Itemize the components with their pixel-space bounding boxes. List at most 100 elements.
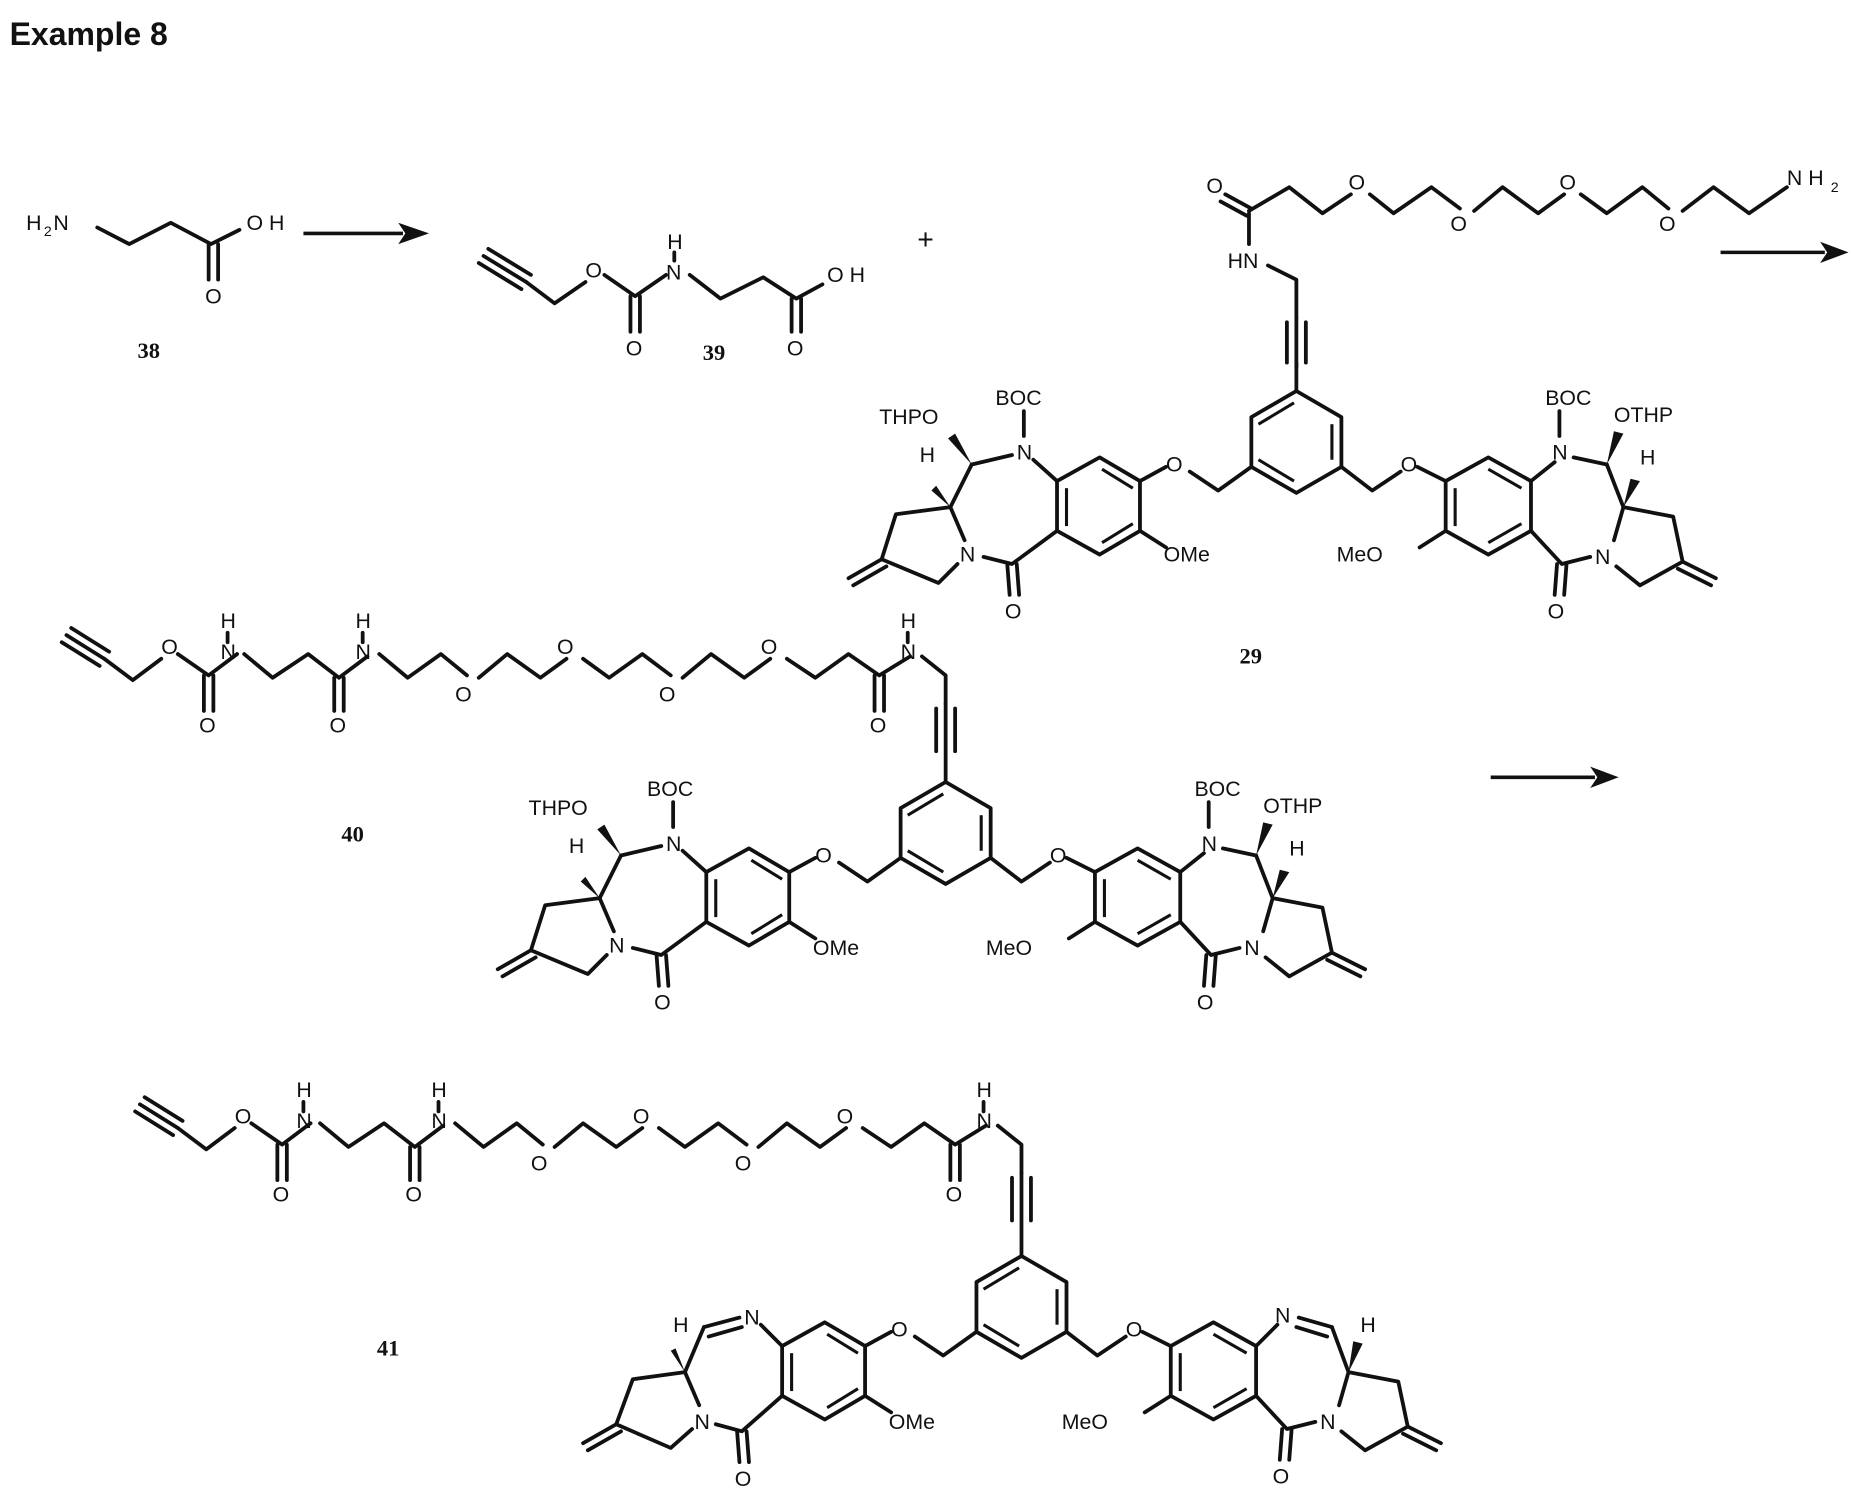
atom-label: OTHP [1263,794,1322,818]
atom-label: H [1360,1313,1375,1337]
atom-label: N [694,1410,709,1434]
atom-label: O [585,258,602,282]
atom-label: N [220,640,235,664]
compound-41: O O H N O H N O O O O O H N [133,1078,1443,1491]
compound-label-39: 39 [703,340,725,365]
atom-label: H [569,834,584,858]
atom-label: N [1595,545,1610,569]
atom-label: MeO [1337,543,1383,567]
atom-label: H [920,443,935,467]
bond [602,272,668,299]
atom-label: OMe [1164,543,1210,567]
compound-38: H 2 N O H O 38 [26,211,284,363]
atom-label: O H [827,263,865,287]
atom-label: N [1017,441,1032,465]
atom-label: O [1548,600,1565,624]
atom-label: O [633,1104,650,1128]
bond [524,280,588,306]
atom-label: O [405,1182,422,1206]
atom-label: THPO [529,796,588,820]
atom-label: O [626,336,643,360]
atom-label: H [356,609,371,633]
atom-label: N [960,543,975,567]
atom-label: O [1659,212,1676,236]
atom-label: O [1206,174,1223,198]
atom-label: O [1401,453,1418,477]
atom-label: O [235,1104,252,1128]
atom-label: O [273,1182,290,1206]
reaction-arrow-2 [1720,241,1849,264]
atom-label: H [431,1078,446,1102]
atom-label: OMe [889,1410,935,1434]
atom-label: O H [247,211,285,235]
bond [486,246,533,277]
compound-29: O O O O O N H 2 HN O OMe [846,166,1839,669]
compound-label-29: 29 [1239,644,1262,669]
atom-label: HN [1228,249,1259,273]
atom-label: N [1244,936,1259,960]
atom-label: N [901,640,916,664]
bond [95,220,242,246]
atom-label: MeO [986,936,1032,960]
atom-label: H [901,609,916,633]
atom-label: N [609,934,624,958]
example-title: Example 8 [10,16,168,52]
atom-label: O [1349,171,1366,195]
atom-label: O [329,713,346,737]
atom-label: OMe [813,936,859,960]
bond [687,272,825,301]
atom-label: O [199,713,216,737]
atom-label: N [666,261,681,285]
bond [481,254,529,284]
atom-label: N [356,640,371,664]
atom-label: N H [1787,166,1824,190]
atom-label: O [891,1318,908,1342]
atom-label: O [1559,171,1576,195]
atom-label: O [1197,991,1214,1015]
atom-label: O [946,1182,963,1206]
atom-label: O [787,336,804,360]
atom-label: O [659,682,676,706]
compound-label-40: 40 [341,821,364,846]
atom-label: THPO [879,405,938,429]
atom-label: O [1450,212,1467,236]
atom-label: O [815,844,832,868]
atom-label: BOC [995,386,1041,410]
atom-label: H [673,1313,688,1337]
atom-label: O [161,635,178,659]
atom-label: N [1320,1410,1335,1434]
atom-label: N [53,211,68,235]
atom-label: O [1126,1318,1143,1342]
atom-subscript: 2 [44,224,52,240]
atom-label: H [1289,836,1304,860]
atom-label: O [455,682,472,706]
atom-label: H [296,1078,311,1102]
atom-label: H [26,211,41,235]
atom-label: O [837,1104,854,1128]
atom-label: O [557,635,574,659]
atom-label: O [735,1467,752,1491]
atom-label: OTHP [1614,403,1673,427]
atom-label: O [1005,600,1022,624]
atom-label: N [744,1306,759,1330]
atom-label: MeO [1062,1410,1108,1434]
atom-label: O [1273,1464,1290,1488]
compound-label-38: 38 [138,338,161,363]
atom-label: O [1166,453,1183,477]
reaction-arrow-3 [1490,766,1619,788]
compound-label-41: 41 [377,1336,400,1361]
plus-sign: + [917,224,934,256]
atom-label: N [1202,832,1217,856]
atom-label: O [870,713,887,737]
atom-label: H [667,230,682,254]
bond [476,261,524,292]
atom-label: O [761,635,778,659]
atom-label: O [205,284,222,308]
atom-label: N [666,832,681,856]
atom-label: H [976,1078,991,1102]
atom-label: N [1275,1303,1290,1327]
compound-40: O O H N O H N O O O O O H N [59,609,1367,1015]
atom-label: N [296,1109,311,1133]
atom-label: H [220,609,235,633]
